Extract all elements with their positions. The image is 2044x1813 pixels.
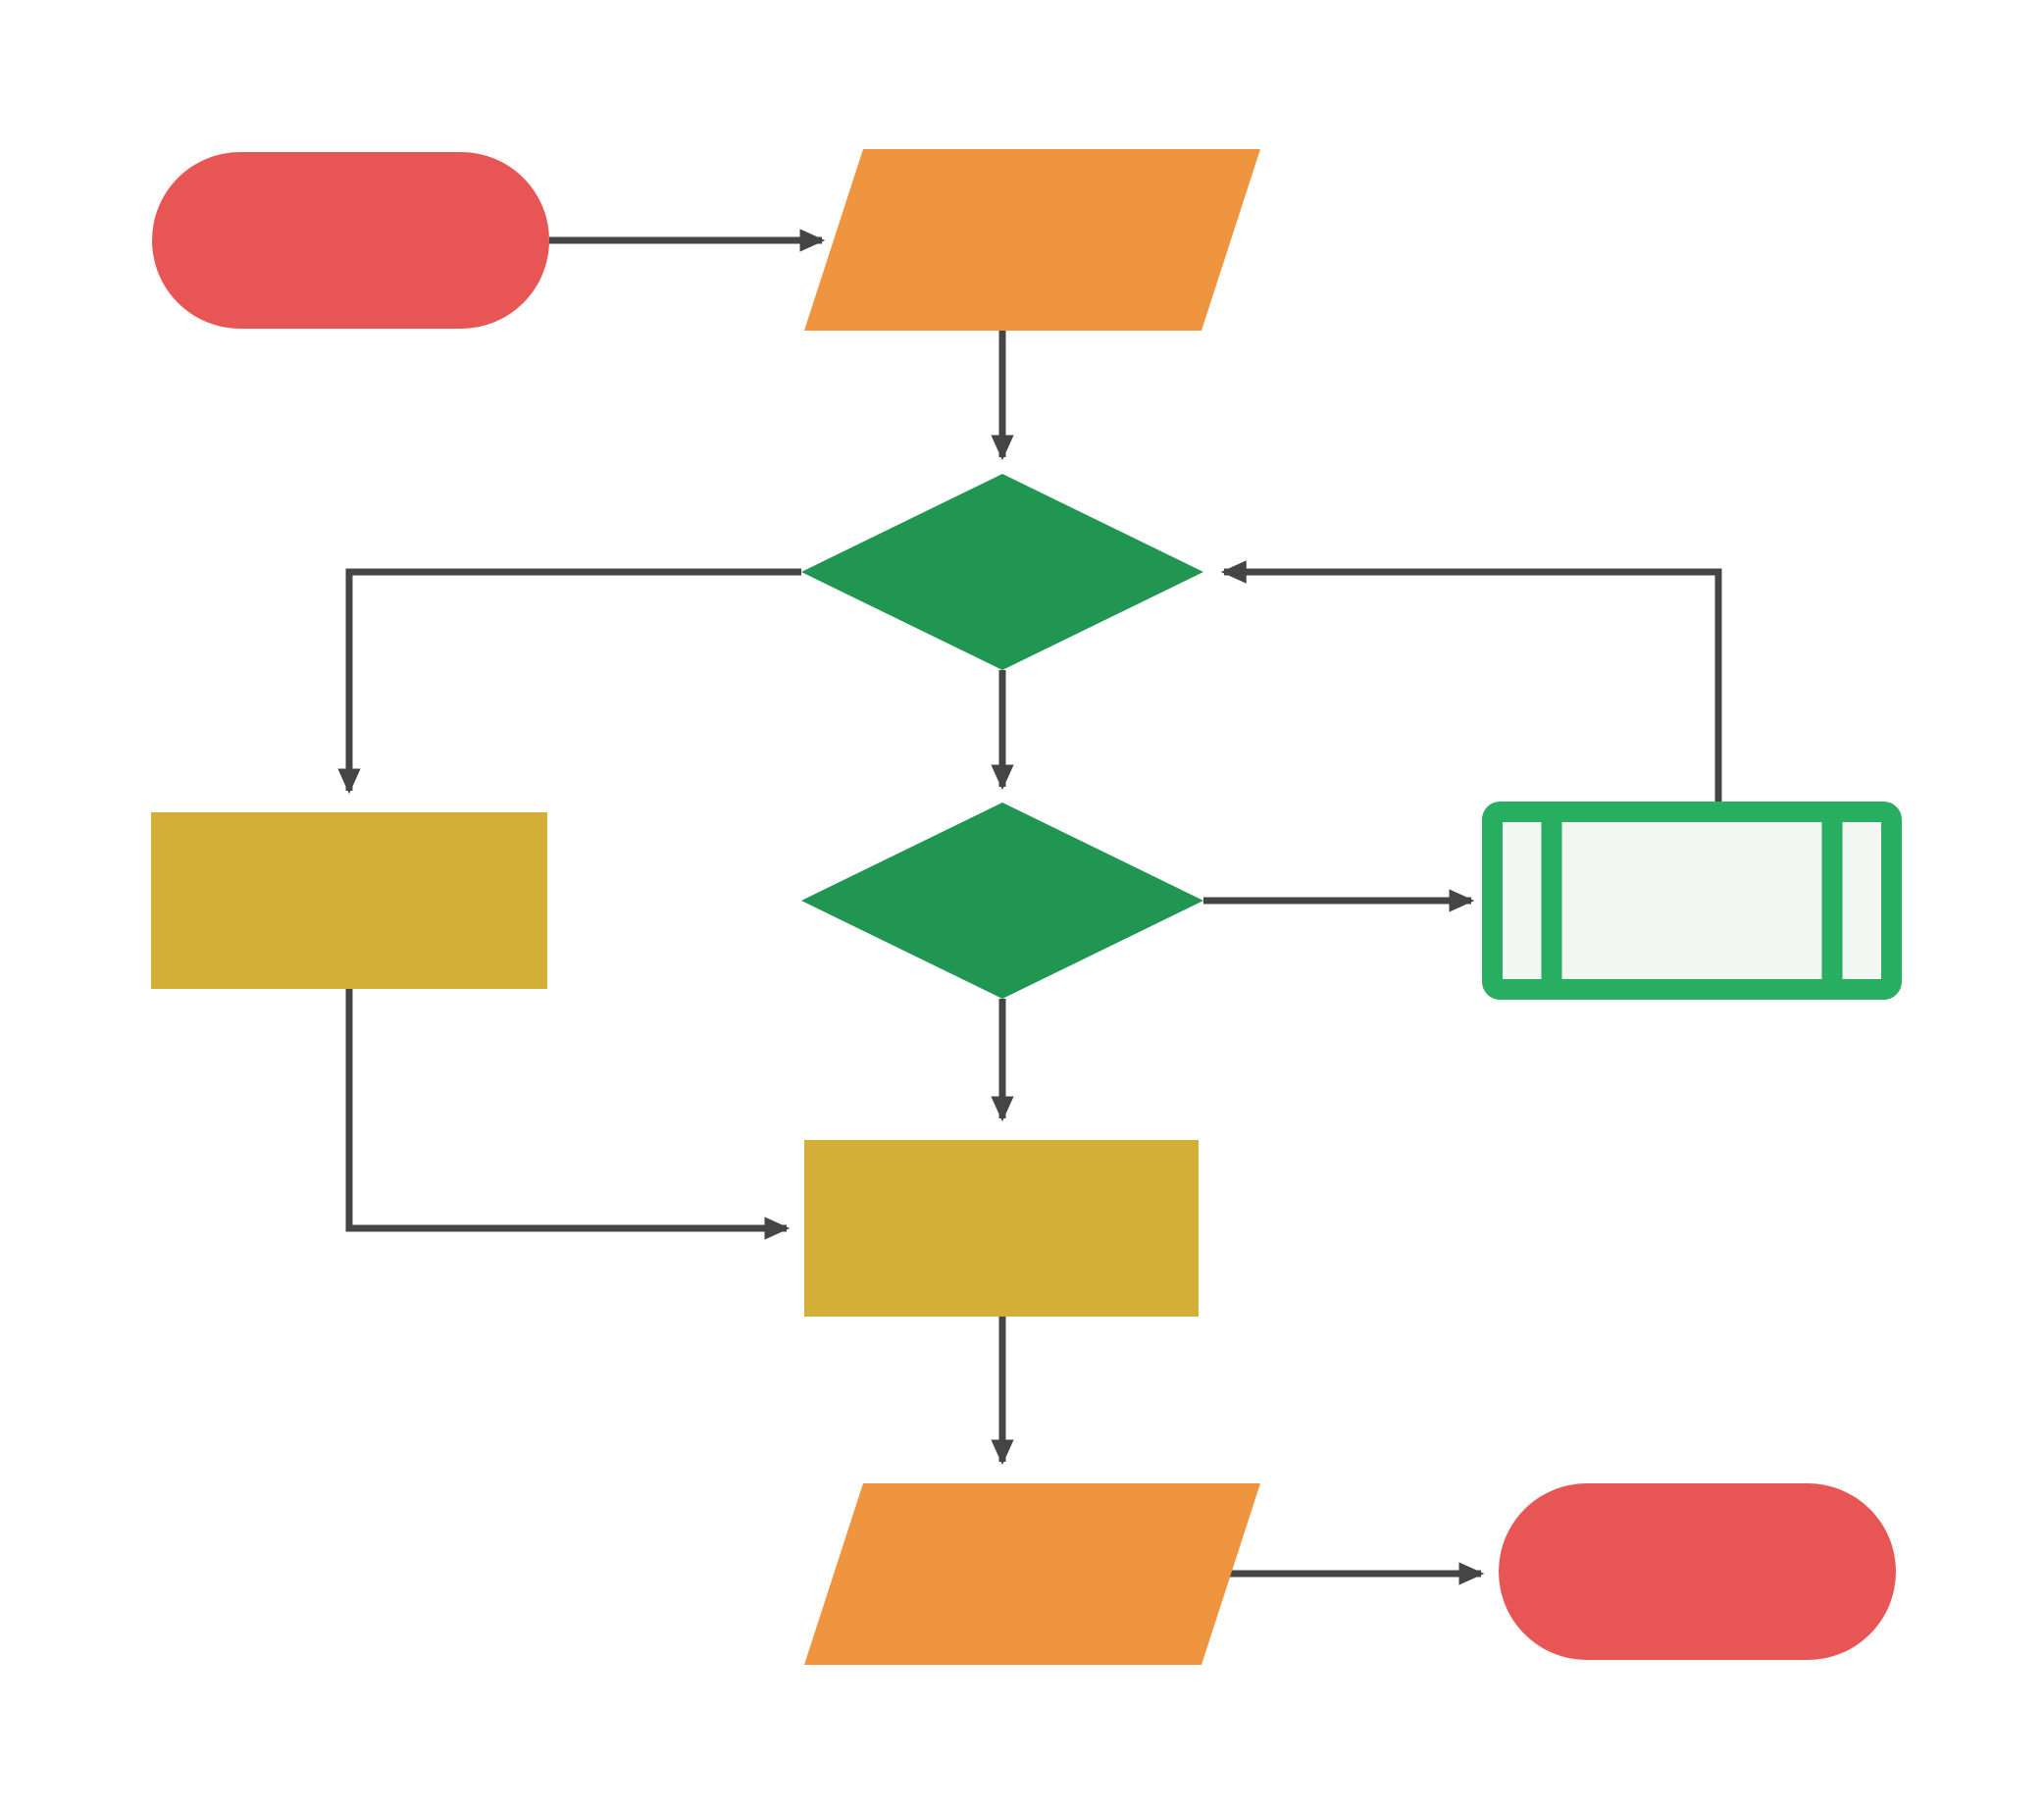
edge-process-left-to-process-center [345,989,791,1240]
node-output-bottom[interactable] [804,1483,1260,1665]
edge-layer [337,229,1722,1585]
end-terminator-shape[interactable] [1499,1483,1896,1660]
start-terminator-shape[interactable] [152,152,549,329]
node-process-center[interactable] [804,1140,1199,1317]
decision-outer-diamond-shape[interactable] [801,474,1203,670]
node-subroutine-right[interactable] [1482,802,1902,1000]
decision-inner-diamond-shape[interactable] [801,803,1203,999]
node-process-left[interactable] [151,812,547,989]
subroutine-outer-frame[interactable] [1482,802,1902,1000]
edge-subroutine-loopback-to-decision-outer [1220,560,1722,808]
node-end[interactable] [1499,1483,1896,1660]
process-left-rect-shape[interactable] [151,812,547,989]
input-top-parallelogram-shape[interactable] [804,149,1260,331]
node-layer [151,149,1902,1665]
process-center-rect-shape[interactable] [804,1140,1199,1317]
node-start[interactable] [152,152,549,329]
edge-decision-outer-to-process-left [337,568,801,795]
output-bottom-parallelogram-shape[interactable] [804,1483,1260,1665]
node-decision-outer[interactable] [801,474,1203,670]
node-input-top[interactable] [804,149,1260,331]
node-decision-inner[interactable] [801,803,1203,999]
